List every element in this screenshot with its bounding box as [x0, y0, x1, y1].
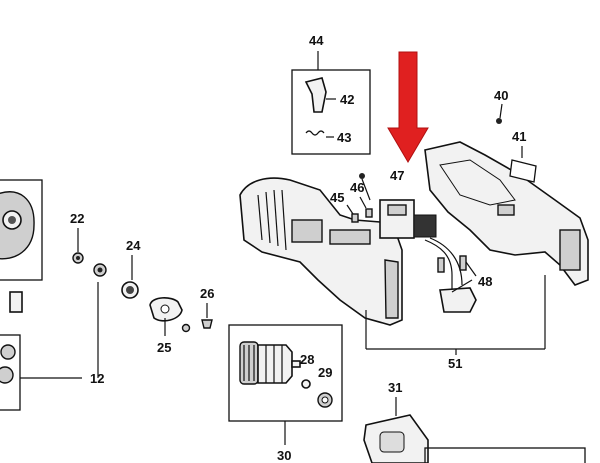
highlight-arrow — [387, 51, 429, 163]
label-45: 45 — [330, 190, 344, 205]
part-31: 31 — [363, 380, 586, 463]
part-22: 22 — [70, 211, 84, 264]
part-30-armature: 28 29 30 — [228, 324, 343, 463]
label-30: 30 — [277, 448, 291, 463]
label-47: 47 — [390, 168, 404, 183]
label-46: 46 — [350, 180, 364, 195]
part-12: 12 — [20, 282, 104, 386]
housing-right-half — [424, 141, 589, 286]
part-44-box: 44 42 43 — [291, 33, 371, 155]
part-25: 25 — [149, 297, 191, 355]
part-47-switch: 47 — [379, 168, 437, 239]
label-41: 41 — [512, 129, 526, 144]
label-12: 12 — [90, 371, 104, 386]
part-48-wires: 48 — [424, 237, 492, 313]
label-24: 24 — [126, 238, 141, 253]
label-42: 42 — [340, 92, 354, 107]
housing-left-half — [239, 177, 403, 326]
label-44: 44 — [309, 33, 324, 48]
label-28: 28 — [300, 352, 314, 367]
part-26: 26 — [200, 286, 214, 329]
label-29: 29 — [318, 365, 332, 380]
parts-45-46: 45 46 — [330, 173, 373, 223]
label-31: 31 — [388, 380, 402, 395]
label-48: 48 — [478, 274, 492, 289]
part-51: 51 — [365, 275, 546, 371]
label-25: 25 — [157, 340, 171, 355]
part-40: 40 — [494, 88, 508, 124]
left-clipped-assembly — [0, 179, 43, 411]
label-51: 51 — [448, 356, 462, 371]
label-26: 26 — [200, 286, 214, 301]
part-24: 24 — [121, 238, 141, 299]
label-43: 43 — [337, 130, 351, 145]
part-41: 41 — [509, 129, 537, 183]
label-40: 40 — [494, 88, 508, 103]
label-22: 22 — [70, 211, 84, 226]
